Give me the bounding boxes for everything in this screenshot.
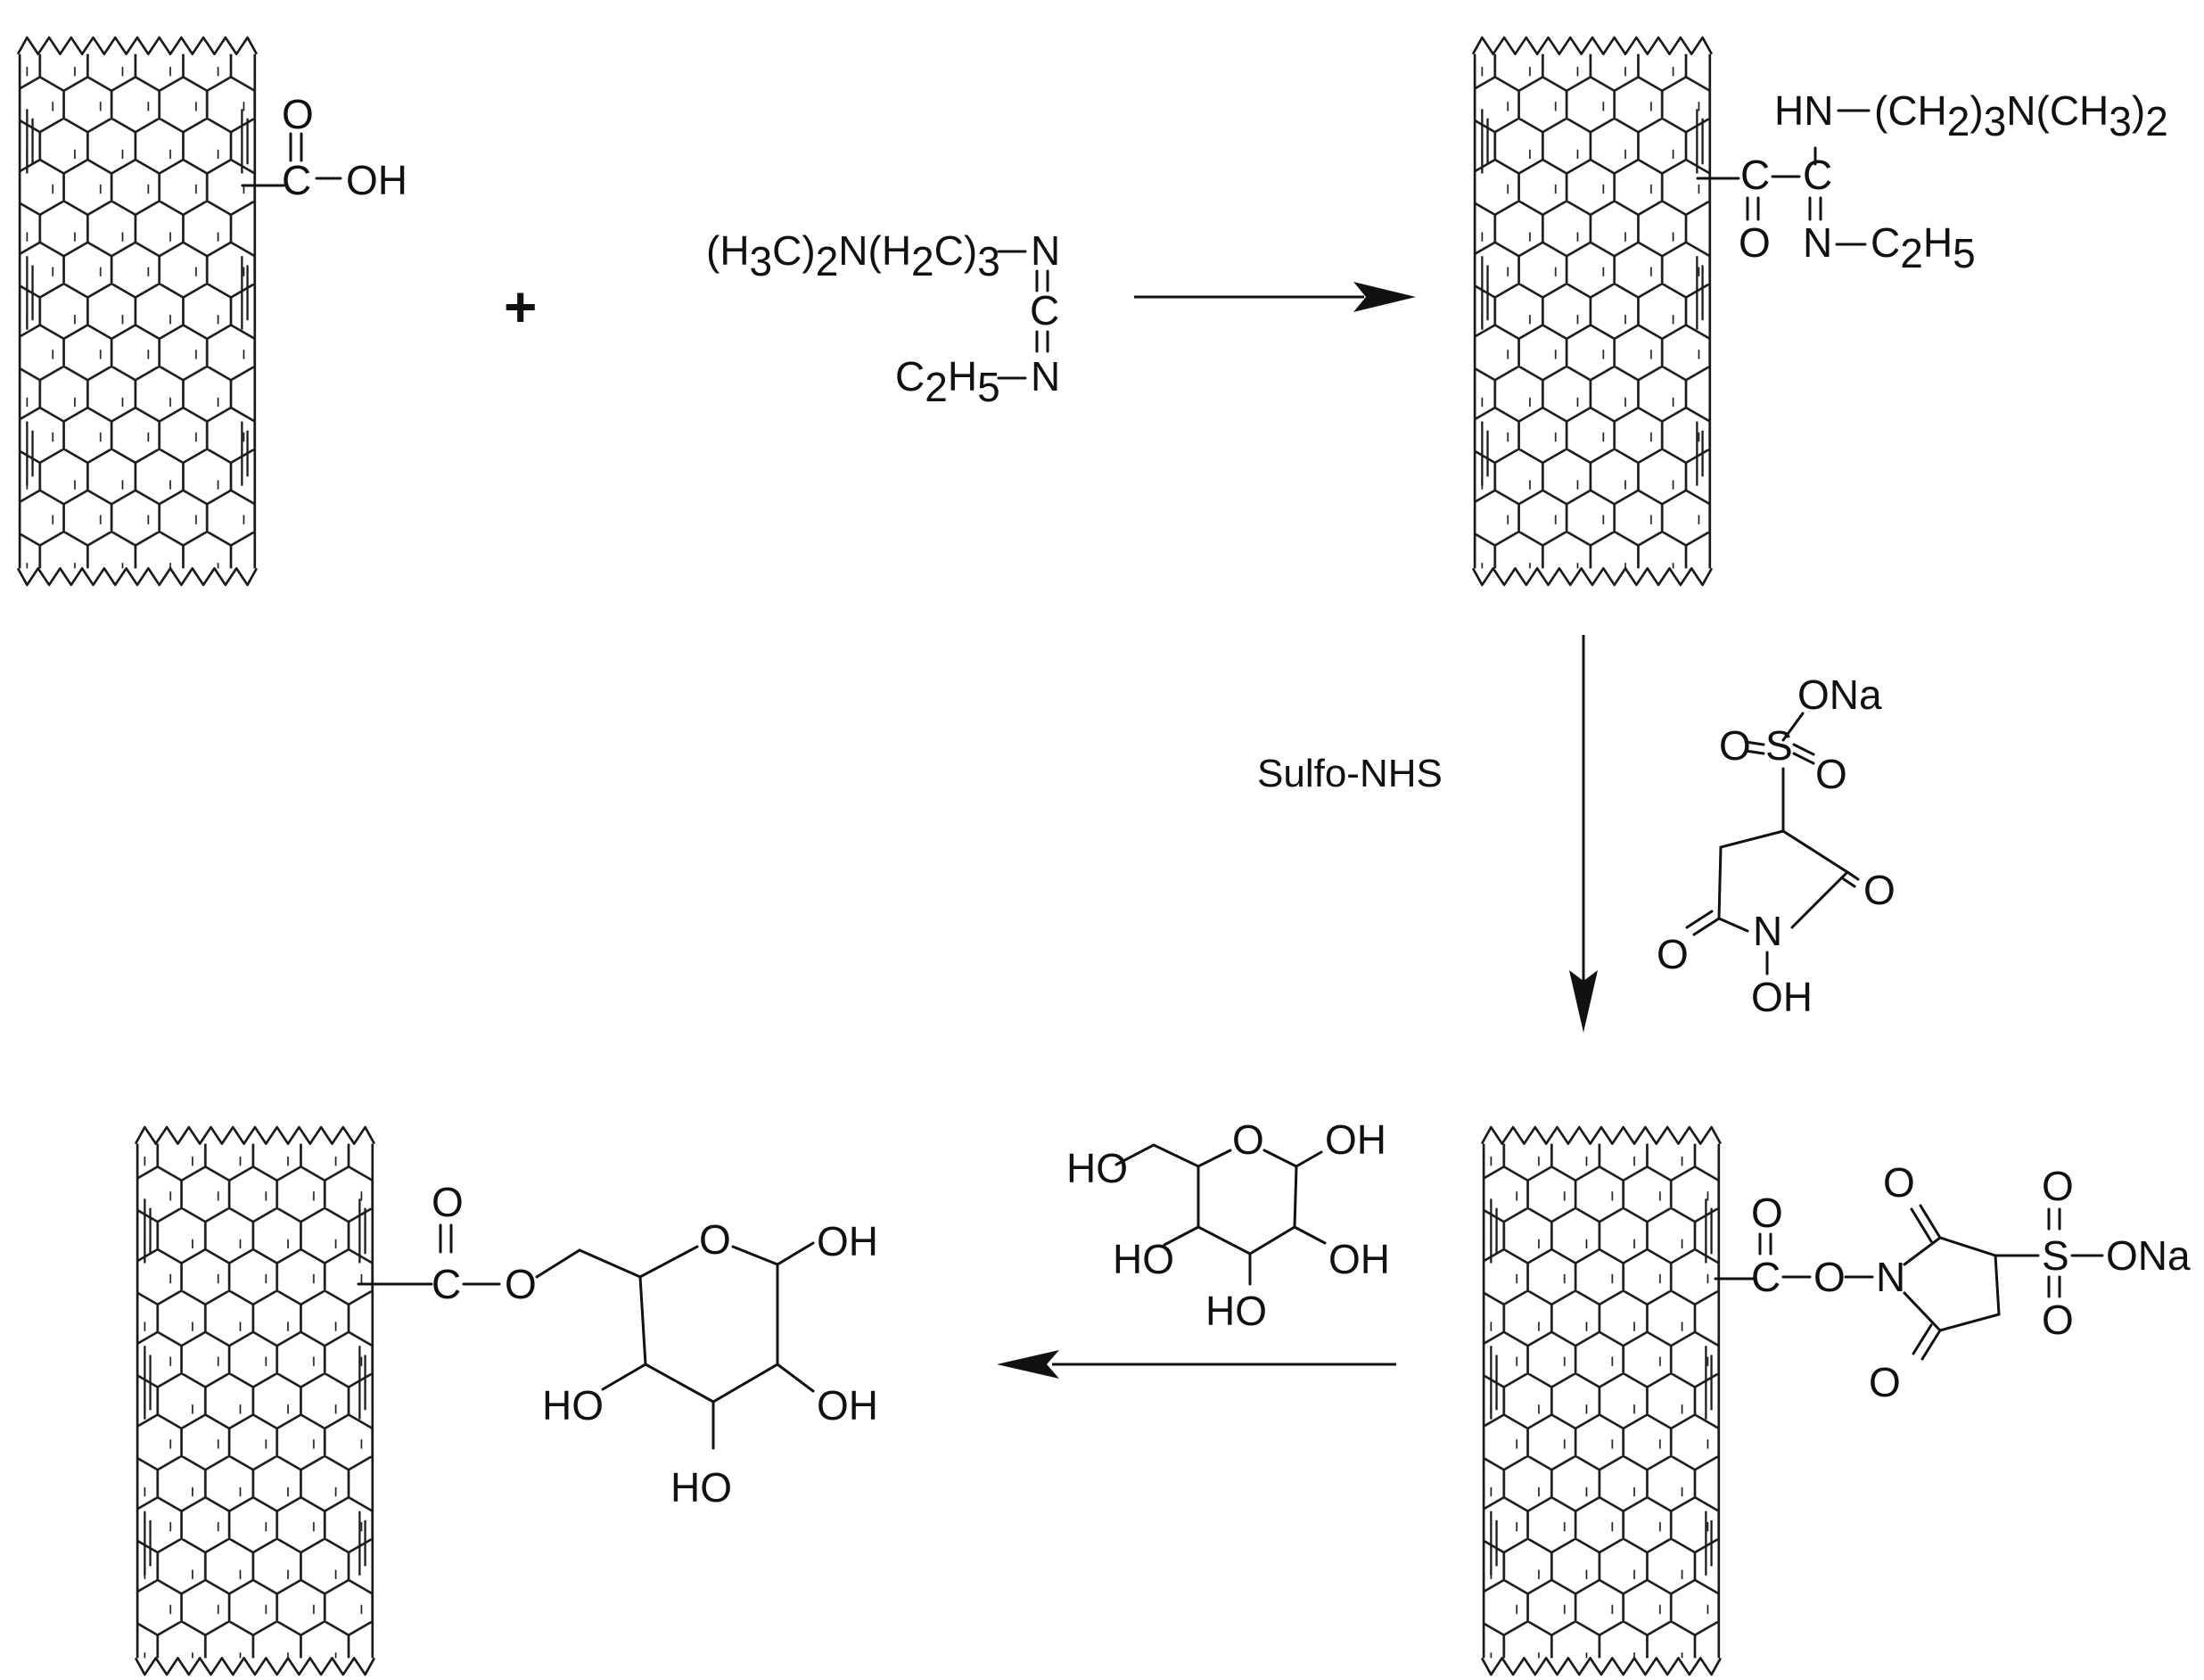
nhs-ester-c: C	[1751, 1254, 1780, 1300]
nanotube-bottom-left	[134, 1125, 376, 1676]
intermediate-ethyl: C2H5	[1871, 219, 1976, 276]
nhs-ester-n: N	[1876, 1254, 1905, 1300]
sulfo-n: N	[1753, 908, 1782, 954]
sulfo-o-right: O	[1815, 751, 1847, 797]
cooh-o: O	[282, 91, 314, 137]
product-oh-c2: OH	[817, 1382, 878, 1429]
nhs-ester-ona: ONa	[2106, 1232, 2191, 1279]
edc-reagent: (H3C)2N(H2C)3 N C N C2H5	[706, 227, 1060, 410]
sulfo-s: S	[1765, 722, 1793, 769]
glucose-oh-c2: OH	[1328, 1236, 1390, 1282]
sulfo-o-left: O	[1719, 722, 1751, 769]
nhs-ester-o-link: O	[1813, 1254, 1846, 1300]
glucose-ho-c3: HO	[1205, 1288, 1267, 1334]
nhs-ester-so-top: O	[2042, 1163, 2074, 1209]
edc-ethyl: C2H5	[895, 353, 1000, 410]
nanotube-top-left	[16, 36, 259, 587]
nhs-ester-s: S	[2042, 1232, 2069, 1279]
intermediate-substituent: C O C HN (CH2)3N(CH3)2 N C2H5	[1696, 87, 2168, 276]
reaction-arrow-left	[997, 1350, 1396, 1379]
edc-amine-chain: (H3C)2N(H2C)3	[706, 227, 1000, 284]
sulfo-o-ring-right: O	[1863, 867, 1896, 913]
product-o-link: O	[505, 1261, 537, 1307]
cooh-oh: OH	[346, 157, 407, 203]
reaction-arrow-down	[1569, 635, 1598, 1033]
cooh-c: C	[282, 157, 311, 203]
nhs-ester-o-ring-top: O	[1883, 1159, 1915, 1206]
nhs-ester-o-top: O	[1751, 1190, 1783, 1236]
sulfo-ona: ONa	[1797, 671, 1882, 718]
product-o-top: O	[432, 1179, 464, 1225]
carboxyl-group: O C OH	[241, 91, 407, 203]
reaction-arrow-icon	[1134, 282, 1416, 312]
plus-icon: +	[504, 275, 537, 339]
nanotube-top-right	[1471, 36, 1714, 587]
nanotube-bottom-right	[1480, 1125, 1723, 1676]
glucose-reagent: HO O OH HO OH HO	[1066, 1116, 1390, 1334]
intermediate-c-carbonyl: C	[1740, 152, 1770, 198]
sulfo-nhs-reagent: ONa O S O O N O OH	[1657, 671, 1896, 1020]
nhs-ester-group: O C O N O O S O O ONa	[1714, 1159, 2191, 1405]
sulfo-oh: OH	[1751, 974, 1813, 1020]
intermediate-o: O	[1739, 219, 1771, 266]
condition-label: Sulfo-NHS	[1257, 752, 1443, 795]
glucose-ring-o: O	[1232, 1116, 1264, 1163]
glucose-ho-c4: HO	[1113, 1236, 1174, 1282]
edc-n-bottom: N	[1031, 353, 1060, 399]
intermediate-amine-chain: (CH2)3N(CH3)2	[1874, 87, 2168, 144]
glucose-ho-ch2: HO	[1066, 1145, 1128, 1191]
product-c: C	[432, 1261, 461, 1307]
product-ho-c3: HO	[670, 1464, 732, 1511]
product-ring-o: O	[699, 1216, 731, 1263]
intermediate-hn: HN	[1774, 87, 1833, 134]
intermediate-n: N	[1803, 219, 1832, 266]
intermediate-c: C	[1803, 152, 1832, 198]
nhs-ester-o-ring-bottom: O	[1869, 1359, 1901, 1405]
glucose-oh-anomeric: OH	[1325, 1116, 1386, 1163]
nhs-ester-so-bottom: O	[2042, 1297, 2074, 1343]
product-substituent: O C O O OH HO OH HO	[357, 1179, 878, 1511]
product-oh-anomeric: OH	[817, 1218, 878, 1264]
sulfo-o-ring-left: O	[1657, 931, 1689, 977]
product-ho-c4: HO	[542, 1382, 604, 1429]
edc-n-top: N	[1031, 227, 1060, 274]
edc-c: C	[1030, 287, 1059, 334]
